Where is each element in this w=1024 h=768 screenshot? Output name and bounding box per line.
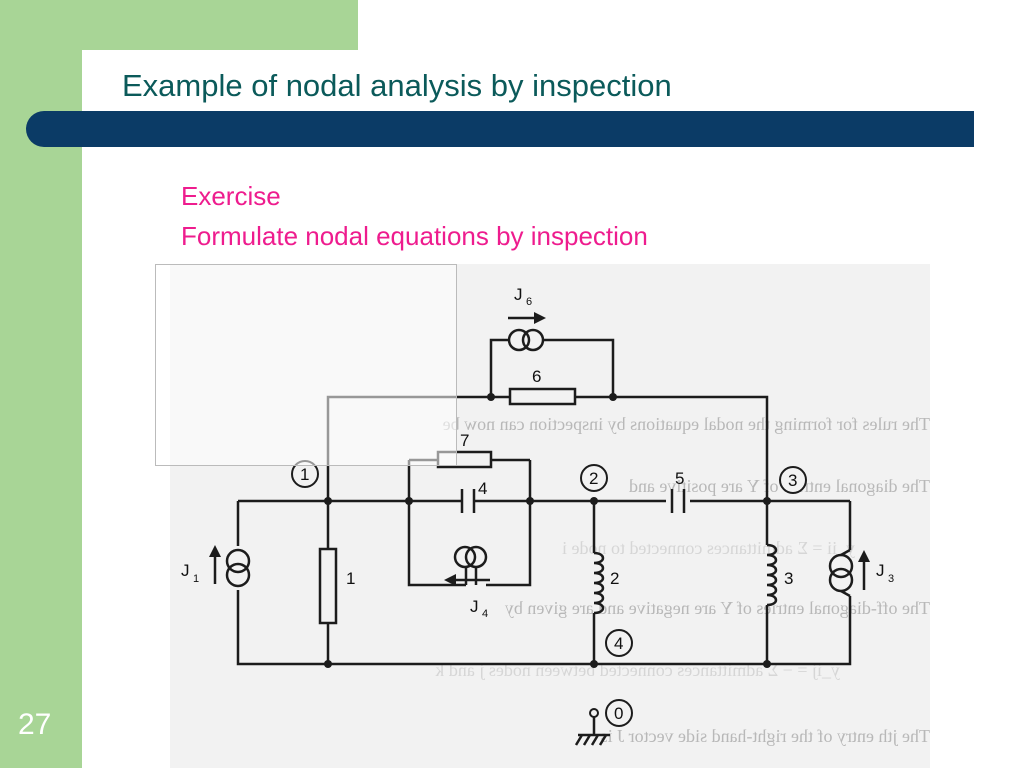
node-0-circle: [605, 699, 633, 727]
capacitor-5: 5: [670, 469, 686, 513]
junction-dot: [590, 497, 598, 505]
capacitor-4: 4: [460, 479, 487, 513]
j1-arrow-head-icon: [209, 545, 221, 557]
bg-text-3: y_ii = Σ admittances connected to node i: [562, 538, 855, 558]
title-rule-bar: [26, 111, 974, 147]
junction-dots: [324, 393, 771, 668]
junction-dot: [763, 497, 771, 505]
circuit-wires: [236, 395, 852, 666]
ground-hatch: [574, 717, 610, 746]
resistor-6: 6: [508, 367, 577, 406]
j6-circle-left: [507, 328, 531, 352]
junction-dot: [526, 497, 534, 505]
bg-text-6: The jth entry of the right-hand side vec…: [601, 726, 930, 746]
bg-text-4: The off-diagonal entries of Y are negati…: [505, 598, 930, 618]
node-2-label: 2: [589, 469, 598, 488]
j1-circle-bottom: [225, 562, 251, 588]
j6-arrow-head-icon: [534, 312, 546, 324]
j6-label: J: [514, 285, 523, 304]
node-4-circle: [605, 629, 633, 657]
bg-text-1: The rules for forming the nodal equation…: [443, 414, 930, 434]
j1-subscript: 1: [193, 573, 199, 585]
inductor-2: 2: [593, 551, 619, 615]
node-3-circle: [779, 466, 807, 494]
c5-label: 5: [675, 469, 684, 488]
current-source-j4: J 4: [444, 545, 490, 620]
j4-label: J: [470, 597, 479, 616]
j1-circle-top: [225, 548, 251, 574]
r7-label: 7: [460, 431, 469, 450]
c4-plates: [460, 489, 476, 513]
j3-label: J: [876, 561, 885, 580]
j6-wire: [489, 338, 615, 397]
top-green-bar: [0, 0, 358, 50]
l3-coil: [766, 543, 778, 607]
current-source-j6: J 6: [489, 285, 615, 397]
j3-branch-wire: [767, 501, 852, 666]
j1-label: J: [181, 561, 190, 580]
r6-body: [508, 387, 577, 406]
slide-number: 27: [18, 708, 52, 741]
current-source-j3: J 3: [828, 548, 894, 598]
junction-dot: [324, 660, 332, 668]
embedded-thumbnail: [155, 264, 457, 466]
bg-text-2: The diagonal entries of Y are positive a…: [629, 476, 930, 496]
j3-arrow-head-icon: [858, 550, 870, 562]
junction-dot: [763, 660, 771, 668]
j3-subscript: 3: [888, 573, 894, 585]
exercise-heading: Exercise Formulate nodal equations by in…: [181, 176, 648, 256]
junction-dot: [324, 497, 332, 505]
j4-arrow-head-icon: [444, 574, 456, 586]
l3-label: 3: [784, 569, 793, 588]
slide-title: Example of nodal analysis by inspection: [122, 68, 672, 103]
junction-dot: [405, 497, 413, 505]
junction-dot: [590, 660, 598, 668]
l2-label: 2: [610, 569, 619, 588]
node-markers: 1 2 3 4 0: [291, 460, 807, 727]
node-1-label: 1: [300, 465, 309, 484]
inductor-3: 3: [766, 543, 793, 607]
r6-label: 6: [532, 367, 541, 386]
node-2-circle: [580, 464, 608, 492]
r1-body: [318, 547, 338, 625]
j6-subscript: 6: [526, 296, 532, 308]
j6-circle-right: [521, 328, 545, 352]
j1-branch-wire: [236, 501, 328, 666]
exercise-instruction: Formulate nodal equations by inspection: [181, 221, 648, 251]
c5-plates: [670, 489, 686, 513]
l2-coil: [593, 551, 605, 615]
j3-leads: [840, 548, 851, 598]
resistor-1: 1: [318, 547, 355, 625]
exercise-label: Exercise: [181, 181, 281, 211]
j4-leads: [464, 567, 478, 585]
node-0-label: 0: [614, 704, 623, 723]
current-source-j1: J 1: [181, 545, 251, 588]
r1-label: 1: [346, 569, 355, 588]
c4-label: 4: [478, 479, 487, 498]
node-4-label: 4: [614, 634, 623, 653]
ground-icon: [574, 708, 610, 746]
node-3-label: 3: [788, 471, 797, 490]
j4-subscript: 4: [482, 608, 488, 620]
